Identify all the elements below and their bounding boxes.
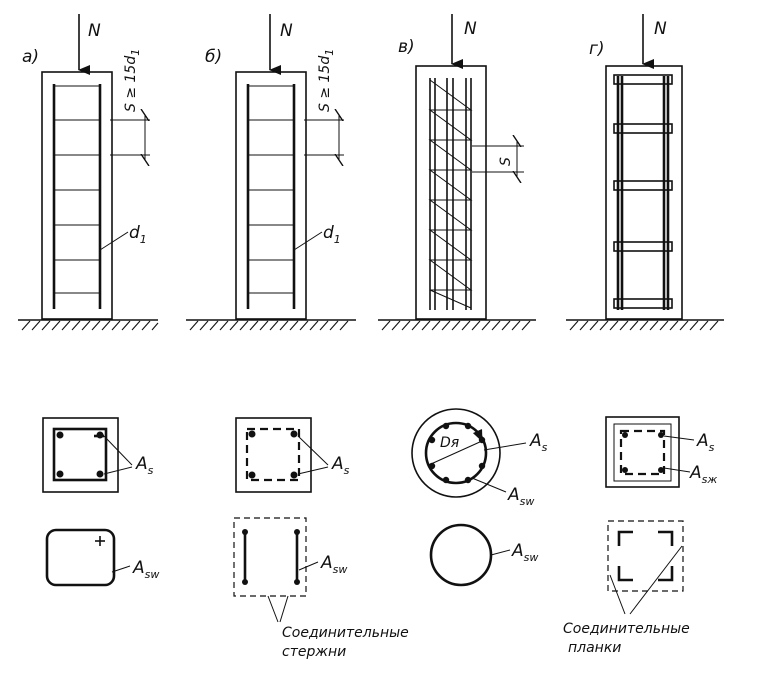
asw-label-b: Asw bbox=[320, 553, 347, 576]
spacing-label-v: S bbox=[498, 157, 514, 166]
caption-line2-b: стержни bbox=[282, 644, 346, 660]
column-outline-a bbox=[41, 71, 113, 320]
asw-label-v: Asw bbox=[507, 485, 534, 508]
ground-a bbox=[18, 319, 159, 331]
asw-label-g: Asж bbox=[689, 463, 717, 486]
caption-line2-g: планки bbox=[568, 640, 621, 656]
as-label-b: As bbox=[331, 454, 350, 477]
bar-label-b: d1 bbox=[323, 223, 341, 246]
column-elevation-g: г) N bbox=[566, 14, 724, 331]
asw-label-a: Asw bbox=[132, 558, 159, 581]
batten-section-g: Соединительные планки bbox=[563, 520, 690, 656]
spiral-section-v: Asw bbox=[429, 523, 538, 587]
column-elevation-v: в) N S bbox=[378, 14, 536, 331]
diameter-label-v: Dя bbox=[440, 435, 459, 451]
force-label-a: N bbox=[88, 21, 101, 41]
bar-label-a: d1 bbox=[129, 223, 147, 246]
force-label-g: N bbox=[654, 19, 667, 39]
asw-label-v2: Asw bbox=[511, 541, 538, 564]
caption-line1-b: Соединительные bbox=[282, 625, 409, 641]
cross-section-a: As bbox=[42, 417, 154, 493]
spacing-label-a: S ≥ 15d1 bbox=[123, 49, 142, 112]
elevation-label-g: г) bbox=[589, 39, 605, 59]
spacing-label-b: S ≥ 15d1 bbox=[317, 49, 336, 112]
ties-a bbox=[54, 85, 100, 294]
force-label-b: N bbox=[280, 21, 293, 41]
cross-section-b: As bbox=[235, 417, 350, 493]
ground-v bbox=[378, 319, 536, 331]
battens-g bbox=[613, 74, 673, 309]
column-outline-g bbox=[605, 65, 683, 320]
elevation-label-v: в) bbox=[398, 37, 415, 57]
column-elevation-a: а) N S ≥ 15d1 d1 bbox=[18, 14, 159, 331]
spiral-v bbox=[428, 79, 473, 309]
column-outline-v bbox=[415, 65, 487, 320]
as-label-g: As bbox=[696, 431, 715, 454]
longitudinal-bars-v bbox=[429, 78, 472, 310]
column-outline-b bbox=[235, 71, 307, 320]
ground-b bbox=[186, 319, 356, 331]
tie-section-b: Asw Соединительные стержни bbox=[233, 517, 409, 660]
as-label-v: As bbox=[529, 431, 548, 454]
column-elevation-b: б) N S ≥ 15d1 d1 bbox=[186, 14, 356, 331]
ties-b bbox=[248, 85, 294, 294]
elevation-label-a: а) bbox=[22, 47, 39, 67]
force-label-v: N bbox=[464, 19, 477, 39]
cross-section-g: As Asж bbox=[605, 416, 717, 488]
as-label-a: As bbox=[135, 454, 154, 477]
ground-g bbox=[566, 319, 724, 331]
caption-line1-g: Соединительные bbox=[563, 621, 690, 637]
elevation-label-b: б) bbox=[205, 47, 222, 67]
cross-section-v: Dя As Asw bbox=[411, 408, 548, 508]
tie-section-a: Asw bbox=[45, 528, 159, 587]
